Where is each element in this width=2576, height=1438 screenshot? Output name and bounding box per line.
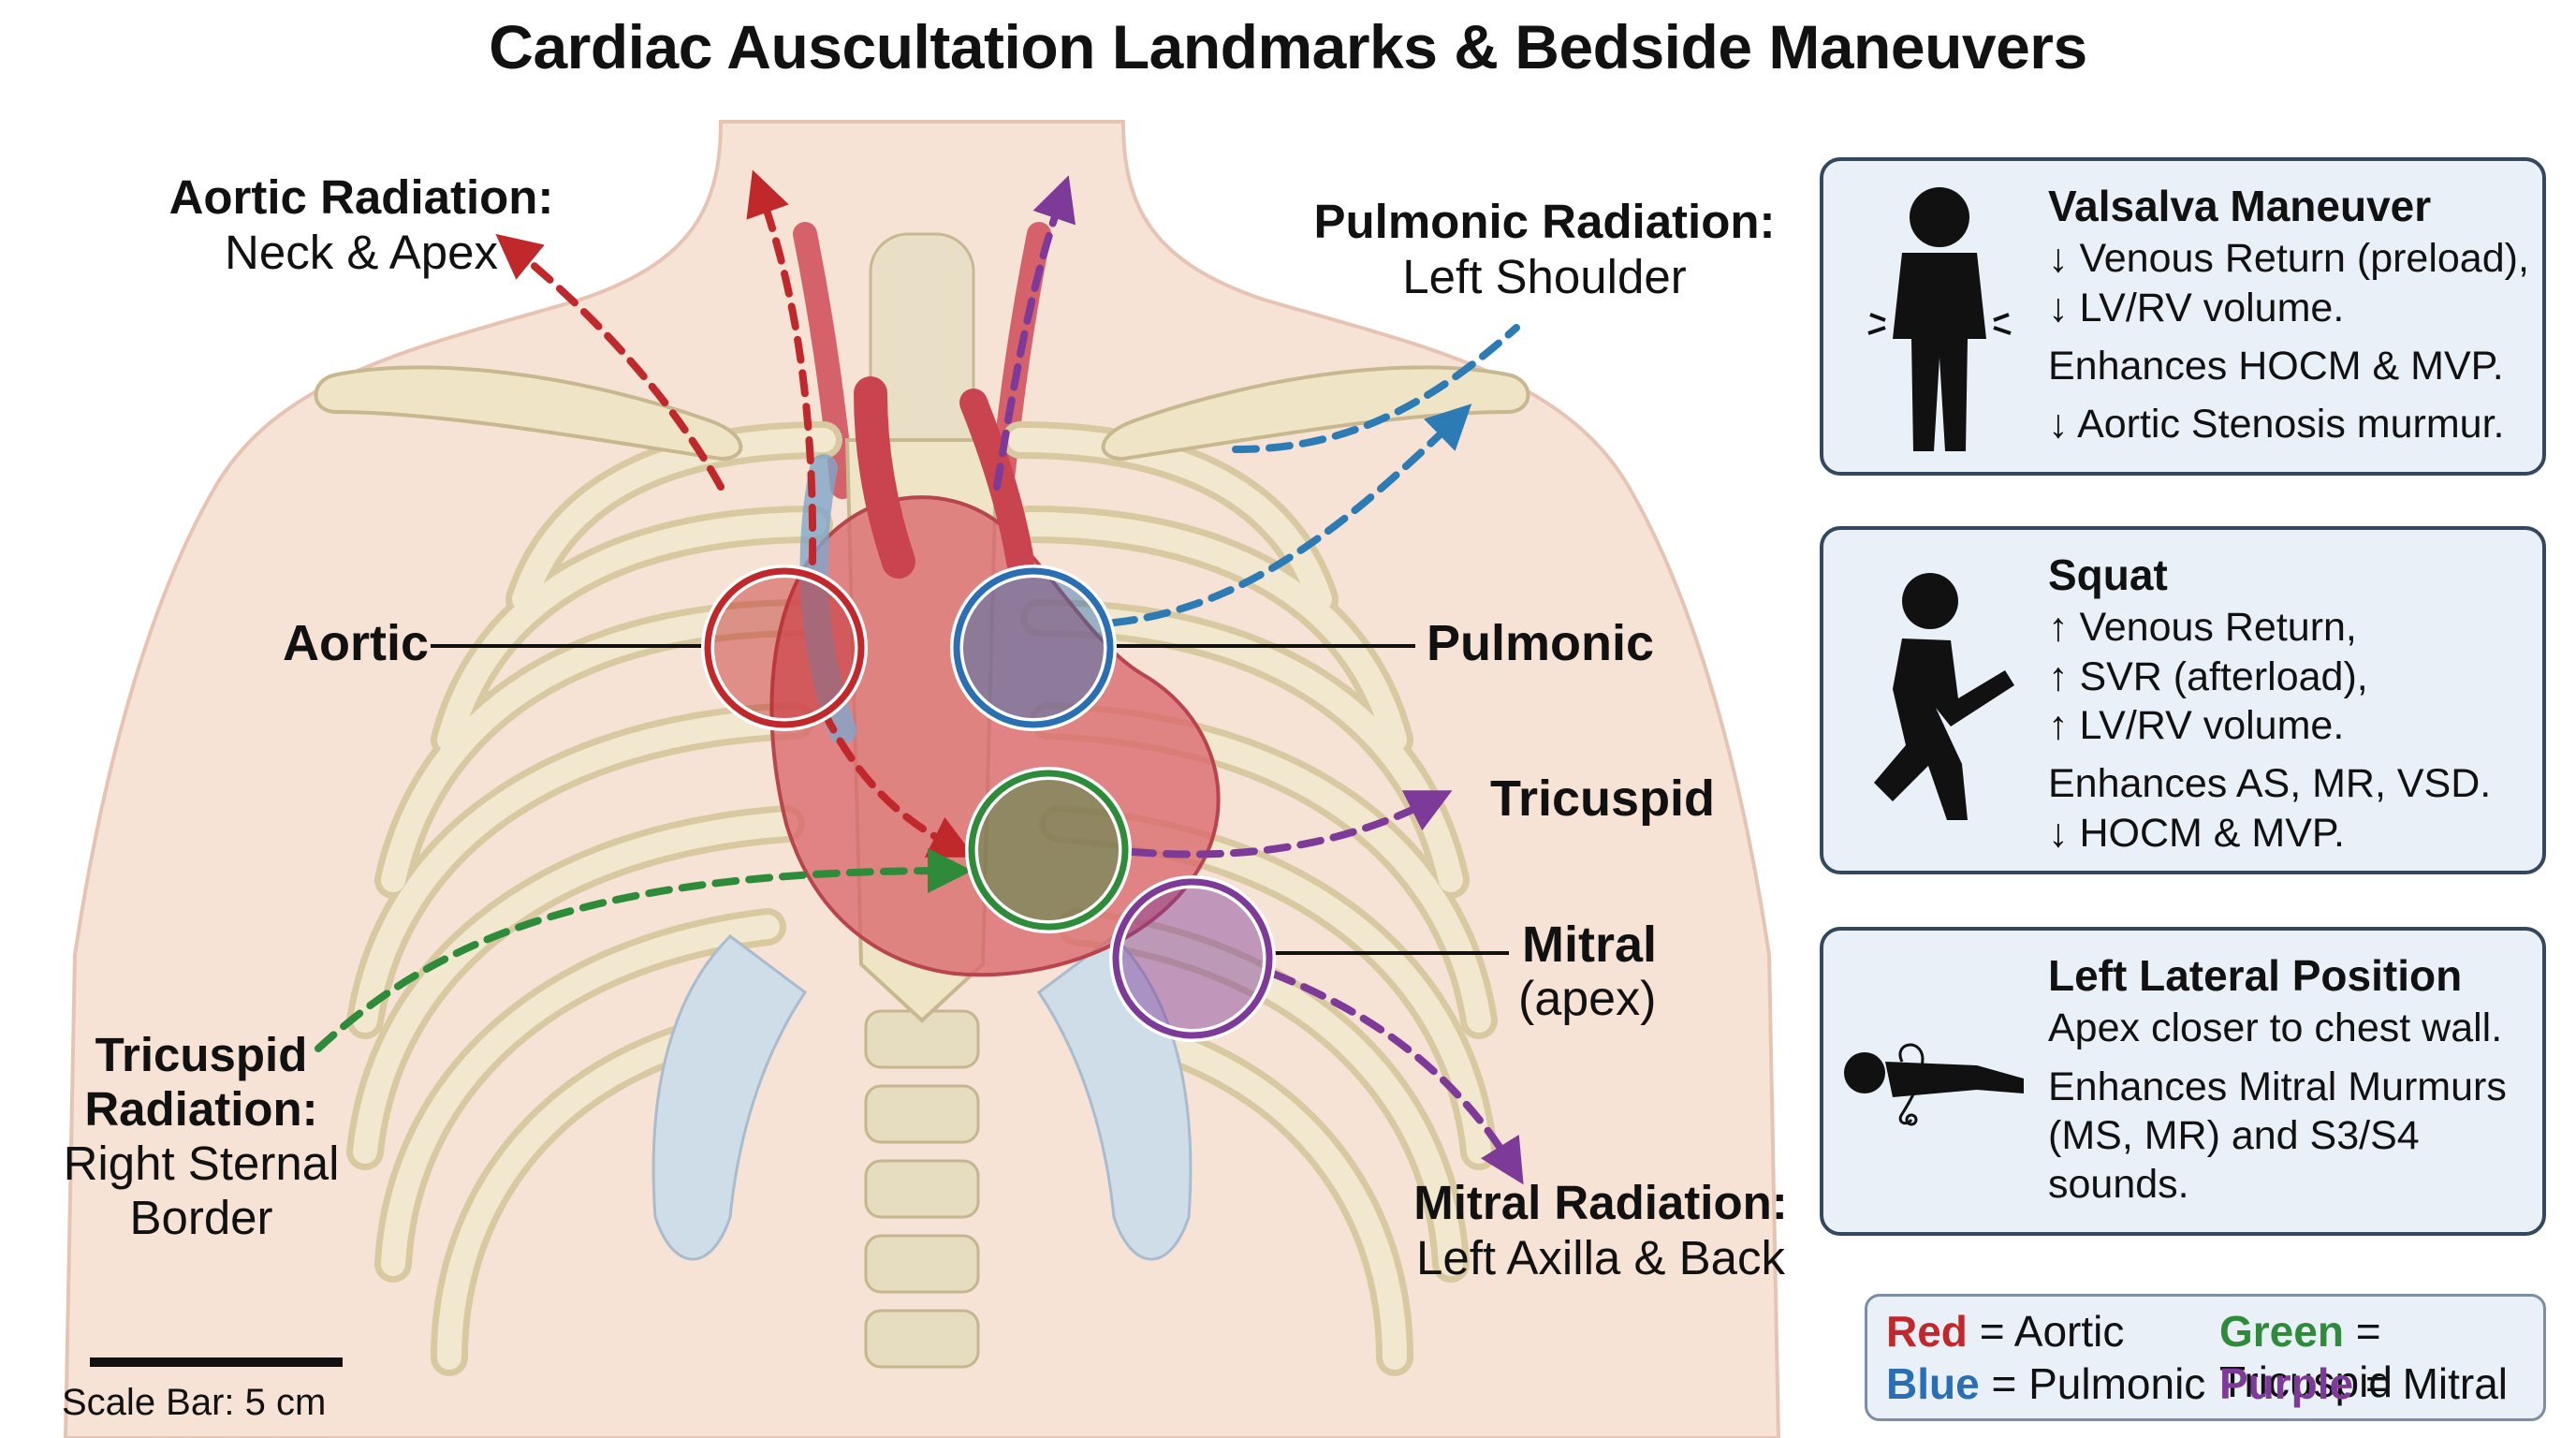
legend-purple: Purple = Mitral <box>2219 1358 2508 1409</box>
tricuspid-radiation-arrow <box>315 848 973 1052</box>
mitral-radiation-arrow <box>1269 970 1524 1185</box>
valsalva-line-2: ↓ LV/RV volume. <box>2048 285 2345 330</box>
legend-blue-value: = Pulmonic <box>1991 1359 2206 1408</box>
mitral-radiation-label: Mitral Radiation: Left Axilla & Back <box>1395 1176 1807 1285</box>
tricuspid-valve-marker <box>965 767 1132 933</box>
tricuspid-radiation-label: Tricuspid Radiation: Right Sternal Borde… <box>37 1028 365 1246</box>
legend-green: Green = Tricuspid <box>2219 1306 2543 1407</box>
mitral-radiation-heading: Mitral Radiation: <box>1413 1176 1788 1229</box>
valsalva-line-1: ↓ Venous Return (preload), <box>2048 236 2529 282</box>
valsalva-panel: Valsalva Maneuver ↓ Venous Return (prelo… <box>1820 157 2546 476</box>
valsalva-heading: Valsalva Maneuver <box>2048 182 2432 230</box>
standing-strain-icon <box>1867 187 2012 451</box>
squat-panel: Squat ↑ Venous Return, ↑ SVR (afterload)… <box>1820 526 2546 874</box>
mitral-label: Mitral <box>1522 917 1658 973</box>
aortic-valve-marker <box>701 565 868 731</box>
clavicles <box>314 365 1530 462</box>
squatting-figure-icon <box>1874 573 2014 820</box>
left-lateral-panel: Left Lateral Position Apex closer to che… <box>1820 927 2546 1236</box>
legend-green-value: = Tricuspid <box>2219 1307 2393 1406</box>
aortic-radiation-heading: Aortic Radiation: <box>168 170 554 224</box>
left-lateral-line-4: sounds. <box>2048 1162 2189 1208</box>
tricuspid-radiation-heading-1: Tricuspid <box>95 1028 308 1081</box>
tricuspid-label: Tricuspid <box>1490 770 1716 827</box>
pulmonic-radiation-arrow-shoulder-2 <box>1232 324 1520 453</box>
squat-line-1: ↑ Venous Return, <box>2048 605 2357 651</box>
aortic-radiation-arrow-apex <box>820 708 975 858</box>
aortic-radiation-label: Aortic Radiation: Neck & Apex <box>165 170 558 280</box>
lying-figure-stethoscope-icon <box>1844 1043 2024 1126</box>
squat-line-4: Enhances AS, MR, VSD. <box>2048 761 2492 807</box>
tricuspid-radiation-heading-2: Radiation: <box>84 1082 318 1137</box>
squat-line-2: ↑ SVR (afterload), <box>2048 653 2368 699</box>
legend-green-key: Green <box>2219 1307 2344 1356</box>
tricuspid-to-right-arrow <box>1129 790 1453 858</box>
left-lateral-heading: Left Lateral Position <box>2048 951 2463 1000</box>
pulmonic-radiation-arrow-up <box>993 175 1076 491</box>
legend-purple-value: = Mitral <box>2364 1359 2509 1408</box>
mitral-radiation-detail: Left Axilla & Back <box>1415 1230 1786 1284</box>
legend-purple-key: Purple <box>2219 1359 2354 1408</box>
scale-bar: Scale Bar: 5 cm <box>62 1357 343 1424</box>
squat-line-5: ↓ HOCM & MVP. <box>2048 810 2345 856</box>
mitral-valve-marker <box>1109 875 1276 1042</box>
squat-line-3: ↑ LV/RV volume. <box>2048 703 2345 749</box>
scale-bar-label: Scale Bar: 5 cm <box>62 1382 327 1423</box>
aortic-radiation-arrow-neck <box>495 233 724 491</box>
pulmonic-valve-marker <box>950 565 1117 731</box>
aortic-label: Aortic <box>283 615 430 671</box>
valsalva-line-4: ↓ Aortic Stenosis murmur. <box>2048 402 2505 448</box>
mitral-apex-label: (apex) <box>1518 972 1657 1026</box>
page-title: Cardiac Auscultation Landmarks & Bedside… <box>489 12 2087 81</box>
legend-red-value: = Aortic <box>1979 1307 2125 1356</box>
tricuspid-radiation-detail-2: Border <box>129 1191 273 1245</box>
legend-blue: Blue = Pulmonic <box>1886 1358 2205 1409</box>
pulmonic-radiation-detail: Left Shoulder <box>1402 249 1687 303</box>
left-lateral-line-1: Apex closer to chest wall. <box>2048 1005 2503 1051</box>
aortic-radiation-arrow-up <box>746 169 817 565</box>
pulmonic-radiation-arrow-shoulder-1 <box>1110 404 1472 626</box>
aortic-radiation-detail: Neck & Apex <box>225 225 498 279</box>
pulmonic-radiation-heading: Pulmonic Radiation: <box>1313 195 1776 248</box>
tricuspid-radiation-detail-1: Right Sternal <box>63 1137 340 1191</box>
pulmonic-radiation-label: Pulmonic Radiation: Left Shoulder <box>1310 195 1778 304</box>
left-lateral-line-2: Enhances Mitral Murmurs <box>2048 1064 2507 1109</box>
pulmonic-label: Pulmonic <box>1427 615 1655 671</box>
squat-heading: Squat <box>2048 550 2168 599</box>
legend-red-key: Red <box>1886 1307 1968 1356</box>
legend-blue-key: Blue <box>1886 1359 1980 1408</box>
color-legend: Red = Aortic Green = Tricuspid Blue = Pu… <box>1865 1294 2546 1421</box>
valsalva-line-3: Enhances HOCM & MVP. <box>2048 344 2504 389</box>
scale-bar-line <box>90 1357 343 1367</box>
left-lateral-line-3: (MS, MR) and S3/S4 <box>2048 1113 2420 1159</box>
legend-red: Red = Aortic <box>1886 1306 2124 1357</box>
